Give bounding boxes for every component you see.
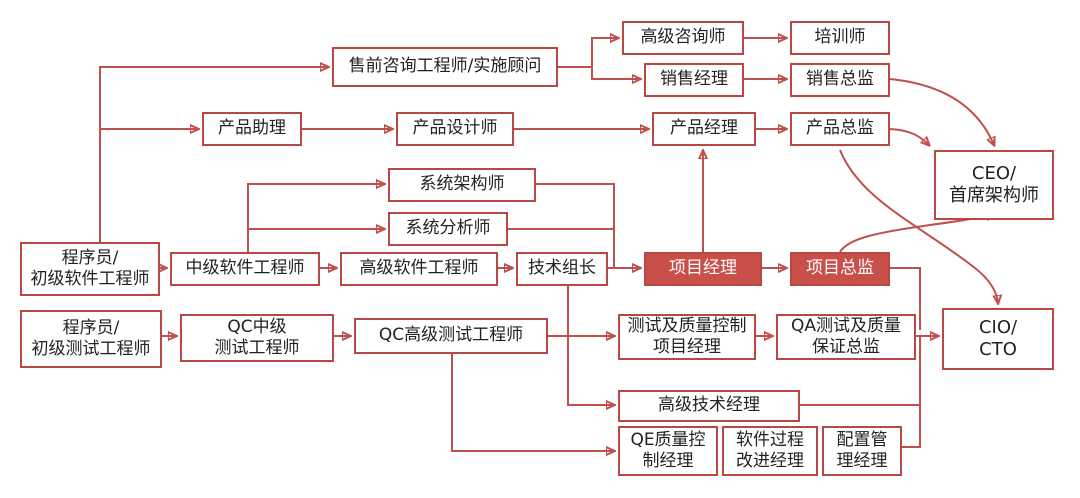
node-qa-director: QA测试及质量 保证总监 [776, 314, 916, 360]
node-sales-manager: 销售经理 [644, 63, 744, 97]
node-product-director: 产品总监 [790, 112, 890, 146]
node-senior-consultant: 高级咨询师 [622, 21, 744, 55]
node-system-analyst: 系统分析师 [388, 212, 508, 246]
node-project-director: 项目总监 [790, 252, 890, 286]
node-product-designer: 产品设计师 [396, 112, 514, 146]
node-sales-director: 销售总监 [790, 63, 890, 97]
node-project-manager: 项目经理 [644, 252, 762, 286]
edge-architect-to-project-manager [536, 183, 615, 268]
edge-config-manager-to-collector [900, 336, 921, 448]
node-cio: CIO/ CTO [942, 308, 1054, 370]
node-qc-mid: QC中级 测试工程师 [180, 314, 334, 362]
node-system-architect: 系统架构师 [388, 168, 536, 202]
edge-product-director-to-ceo [889, 128, 929, 145]
edge-to-sales-manager [591, 67, 640, 79]
node-programmer: 程序员/ 初级软件工程师 [20, 242, 160, 296]
node-tech-lead: 技术组长 [516, 252, 608, 286]
node-config-manager: 配置管 理经理 [822, 426, 902, 476]
node-trainer: 培训师 [790, 21, 890, 55]
edge-sales-director-to-ceo [889, 78, 994, 145]
node-test-qc-pm: 测试及质量控制 项目经理 [618, 314, 756, 360]
node-sales-consultant: 售前咨询工程师/实施顾问 [332, 47, 558, 87]
node-ceo: CEO/ 首席架构师 [934, 150, 1054, 220]
node-senior-tech-manager: 高级技术经理 [618, 390, 800, 422]
node-senior-engineer: 高级软件工程师 [340, 252, 498, 286]
node-product-assistant: 产品助理 [202, 112, 302, 146]
node-mid-engineer: 中级软件工程师 [170, 252, 320, 286]
node-product-manager: 产品经理 [652, 112, 756, 146]
node-qc-senior: QC高级测试工程师 [354, 318, 548, 354]
edge-tech-lead-to-senior-tech-manager [567, 284, 614, 405]
node-qe-manager: QE质量控 制经理 [618, 426, 718, 476]
edge-to-senior-consultant [591, 38, 618, 67]
edge-programmer-to-sales-consultant [99, 67, 328, 242]
edge-qc-senior-to-qe-manager [451, 352, 614, 451]
edge-product-director-to-cio [839, 149, 998, 303]
node-tester: 程序员/ 初级测试工程师 [20, 310, 162, 368]
node-process-manager: 软件过程 改进经理 [722, 426, 818, 476]
edge-mid-to-system-architect [247, 184, 384, 256]
edge-project-director-to-cio [890, 267, 921, 330]
